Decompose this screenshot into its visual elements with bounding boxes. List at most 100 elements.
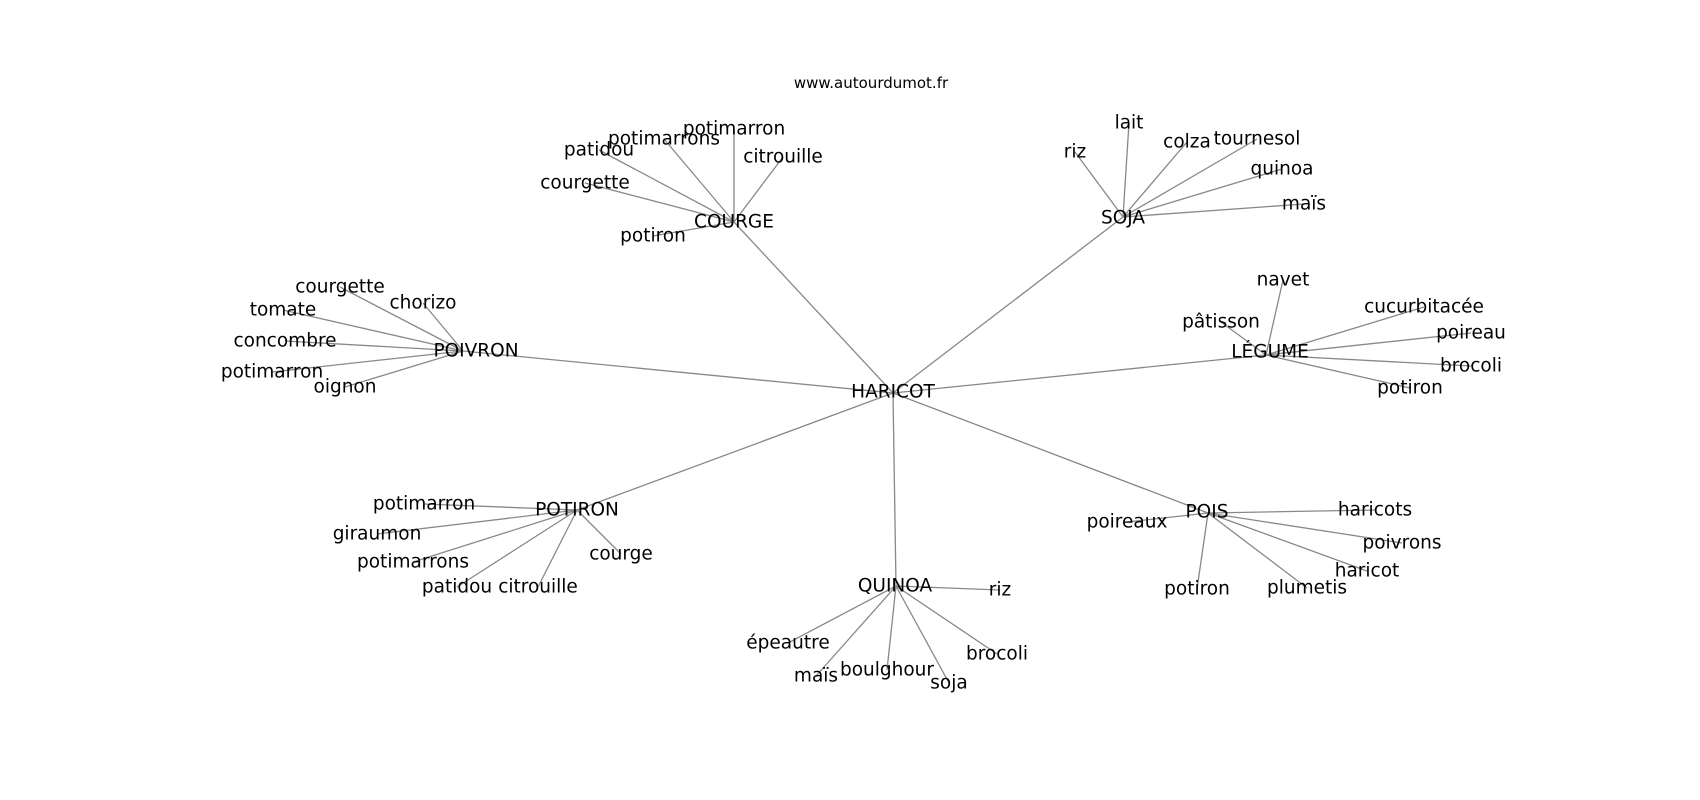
edge-quinoa-leaf — [895, 585, 998, 655]
leaf-node[interactable]: citrouille — [743, 147, 823, 168]
edge-soja-leaf — [1122, 168, 1283, 218]
edge-quinoa-leaf — [787, 585, 897, 644]
edge-potiron-leaf — [376, 509, 578, 535]
edge-haricot-courge — [733, 221, 894, 394]
leaf-node[interactable]: épeautre — [746, 633, 829, 654]
hub-node-quinoa[interactable]: QUINOA — [858, 576, 933, 597]
edge-haricot-soja — [892, 216, 1124, 394]
leaf-node[interactable]: boulghour — [840, 660, 934, 681]
leaf-node[interactable]: plumetis — [1267, 578, 1347, 599]
leaf-node[interactable]: patidou — [422, 577, 492, 598]
leaf-node[interactable]: brocoli — [966, 644, 1028, 665]
hub-node-potiron[interactable]: POTIRON — [535, 500, 619, 521]
leaf-node[interactable]: potimarrons — [608, 129, 720, 150]
edge-poivron-leaf — [422, 302, 464, 352]
edge-potiron-leaf — [576, 509, 622, 555]
leaf-node[interactable]: pâtisson — [1182, 312, 1260, 333]
leaf-node[interactable]: tomate — [250, 300, 317, 321]
leaf-node[interactable]: oignon — [314, 377, 377, 398]
leaf-node[interactable]: potiron — [1377, 378, 1443, 399]
leaf-node[interactable]: potiron — [1164, 579, 1230, 600]
edge-quinoa-leaf — [895, 585, 950, 684]
edge-courge-leaf — [584, 182, 735, 223]
leaf-node[interactable]: soja — [930, 673, 967, 694]
edge-potiron-leaf — [537, 509, 578, 588]
edge-pois-leaf — [1126, 512, 1209, 523]
leaf-node[interactable]: quinoa — [1251, 159, 1314, 180]
leaf-node[interactable]: giraumon — [333, 524, 422, 545]
leaf-node[interactable]: haricots — [1338, 500, 1412, 521]
edge-soja-leaf — [1074, 151, 1124, 218]
leaf-node[interactable]: poivrons — [1362, 533, 1441, 554]
edge-pois-leaf — [1207, 509, 1376, 514]
site-title: www.autourdumot.fr — [794, 74, 949, 92]
edge-courge-leaf — [652, 221, 735, 237]
edge-poivron-leaf — [339, 286, 464, 352]
edge-legume-leaf — [1265, 306, 1425, 356]
leaf-node[interactable]: cucurbitacée — [1364, 297, 1484, 318]
hub-node-courge[interactable]: COURGE — [694, 212, 774, 233]
leaf-node[interactable]: courgette — [540, 173, 630, 194]
leaf-node[interactable]: maïs — [1282, 194, 1326, 215]
leaf-node[interactable]: potiron — [620, 226, 686, 247]
edge-potiron-leaf — [423, 503, 578, 511]
edge-poivron-leaf — [271, 350, 464, 373]
edge-poivron-leaf — [282, 309, 464, 352]
leaf-node[interactable]: haricot — [1335, 561, 1400, 582]
leaf-node[interactable]: brocoli — [1440, 356, 1502, 377]
leaf-node[interactable]: chorizo — [390, 293, 457, 314]
leaf-node[interactable]: citrouille — [498, 577, 578, 598]
leaf-node[interactable]: concombre — [233, 331, 336, 352]
leaf-node[interactable]: poireau — [1436, 323, 1506, 344]
edge-pois-leaf — [1196, 512, 1209, 590]
leaf-node[interactable]: courge — [589, 544, 653, 565]
leaf-node[interactable]: poireaux — [1087, 512, 1168, 533]
leaf-node[interactable]: riz — [1064, 142, 1086, 163]
edge-potiron-leaf — [456, 509, 578, 588]
edge-haricot-legume — [892, 354, 1267, 394]
leaf-node[interactable]: maïs — [794, 666, 838, 687]
leaf-node[interactable]: potimarron — [373, 494, 475, 515]
edge-quinoa-leaf — [886, 585, 897, 671]
edge-potiron-leaf — [412, 509, 578, 563]
leaf-node[interactable]: riz — [989, 580, 1011, 601]
edge-soja-leaf — [1122, 122, 1130, 218]
edge-legume-leaf — [1220, 321, 1267, 356]
edge-courge-leaf — [663, 138, 735, 223]
edge-pois-leaf — [1207, 512, 1403, 544]
edge-haricot-potiron — [576, 392, 894, 511]
hub-node-soja[interactable]: SOJA — [1101, 208, 1145, 229]
edge-soja-leaf — [1122, 203, 1305, 218]
leaf-node[interactable]: colza — [1163, 132, 1211, 153]
edge-poivron-leaf — [344, 350, 464, 388]
hub-node-pois[interactable]: POIS — [1186, 502, 1229, 523]
hub-node-legume[interactable]: LÉGUME — [1231, 341, 1309, 363]
edge-poivron-leaf — [284, 340, 464, 352]
edge-pois-leaf — [1207, 512, 1368, 572]
edge-quinoa-leaf — [815, 585, 897, 677]
center-node[interactable]: HARICOT — [851, 382, 935, 403]
leaf-node[interactable]: potimarron — [683, 119, 785, 140]
edge-legume-leaf — [1265, 279, 1284, 356]
graph-edges — [271, 122, 1472, 684]
edge-courge-leaf — [598, 149, 735, 223]
leaf-node[interactable]: patidou — [564, 140, 634, 161]
edge-quinoa-leaf — [895, 585, 1001, 591]
leaf-node[interactable]: lait — [1115, 113, 1144, 134]
edge-soja-leaf — [1122, 141, 1188, 218]
edge-legume-leaf — [1265, 354, 1411, 389]
edge-courge-leaf — [733, 156, 784, 223]
edge-legume-leaf — [1265, 332, 1472, 356]
leaf-node[interactable]: potimarrons — [357, 552, 469, 573]
edge-legume-leaf — [1265, 354, 1472, 367]
edge-haricot-quinoa — [892, 392, 897, 587]
hub-node-poivron[interactable]: POIVRON — [433, 341, 518, 362]
leaf-node[interactable]: tournesol — [1214, 129, 1301, 150]
edge-pois-leaf — [1207, 512, 1308, 589]
leaf-node[interactable]: navet — [1257, 270, 1310, 291]
leaf-node[interactable]: courgette — [295, 277, 385, 298]
edge-soja-leaf — [1122, 138, 1258, 218]
leaf-node[interactable]: potimarron — [221, 362, 323, 383]
